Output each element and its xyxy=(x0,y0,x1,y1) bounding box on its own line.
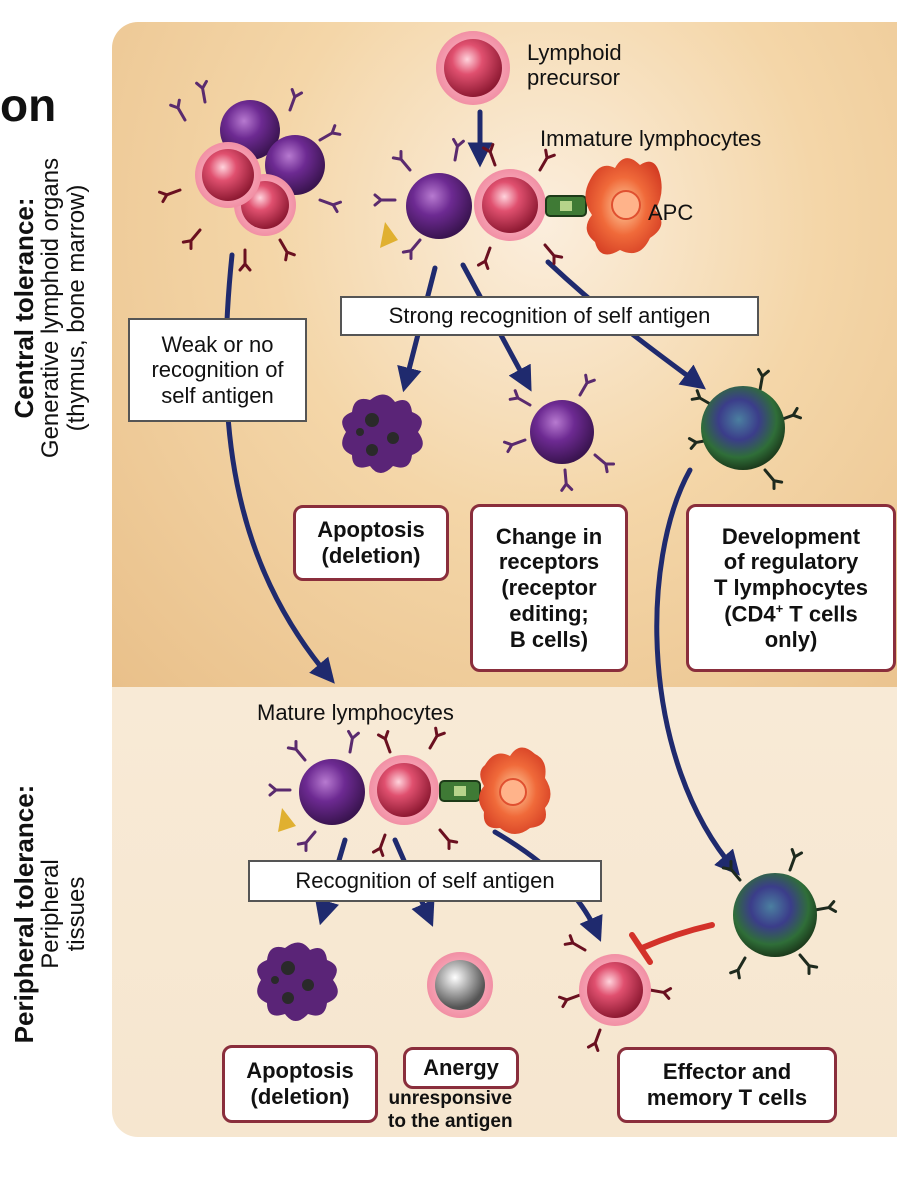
page-title-fragment: on xyxy=(0,79,57,131)
regulatory-cd4-plus: + xyxy=(775,600,784,616)
weak-line1: Weak or no xyxy=(161,332,274,358)
peripheral-apoptosis-line1: Apoptosis xyxy=(246,1058,354,1084)
lymphoid-precursor-line1: Lymphoid xyxy=(527,40,622,65)
central-apoptotic-cell xyxy=(342,394,423,473)
anergy-note-line2: to the antigen xyxy=(388,1110,513,1132)
strong-recognition-box: Strong recognition of self antigen xyxy=(340,296,759,336)
central-apoptosis-line1: Apoptosis xyxy=(317,517,425,543)
regulatory-line2: of regulatory xyxy=(723,549,859,575)
regulatory-t-cell xyxy=(687,367,803,491)
lymphoid-precursor-label: Lymphoid precursor xyxy=(527,40,622,91)
mature-lymphocytes xyxy=(268,726,481,858)
regulatory-line1: Development xyxy=(721,523,861,549)
immature-lymphocytes xyxy=(373,137,587,271)
anergic-cell xyxy=(427,952,493,1018)
regulatory-line4: (CD4+ T cells xyxy=(724,601,858,627)
peripheral-apoptosis-line2: (deletion) xyxy=(250,1084,350,1109)
weak-line2: recognition of xyxy=(151,357,284,383)
weak-recognition-cell-cluster xyxy=(157,79,343,272)
central-apoptosis-line2: (deletion) xyxy=(321,543,421,568)
apc-cell xyxy=(585,158,662,255)
weak-line3: self antigen xyxy=(161,382,274,408)
recognition-box: Recognition of self antigen xyxy=(248,860,602,902)
effector-line1: Effector and xyxy=(662,1059,792,1085)
effector-t-cell xyxy=(557,934,673,1053)
receptor-line1: Change in xyxy=(495,523,603,549)
anergy-note-line1: unresponsive xyxy=(388,1088,513,1109)
weak-recognition-box: Weak or no recognition of self antigen xyxy=(128,318,307,422)
anergy-box: Anergy xyxy=(403,1047,519,1089)
inhibition-arrow xyxy=(629,922,715,965)
receptor-editing-box: Change in receptors (receptor editing; B… xyxy=(470,504,628,672)
peripheral-apoptosis-box: Apoptosis (deletion) xyxy=(222,1045,378,1123)
receptor-line4: editing; xyxy=(509,600,589,626)
regulatory-cd4: (CD4 xyxy=(724,601,776,627)
lymphoid-precursor-line2: precursor xyxy=(527,65,620,91)
mature-lymphocytes-label: Mature lymphocytes xyxy=(257,700,454,725)
regulatory-t-cell-peripheral xyxy=(721,847,838,980)
peripheral-apoptotic-cell xyxy=(257,942,338,1021)
lymphoid-precursor-cell xyxy=(436,31,510,105)
central-apoptosis-box: Apoptosis (deletion) xyxy=(293,505,449,581)
regulatory-development-box: Development of regulatory T lymphocytes … xyxy=(686,504,896,672)
apc-label: APC xyxy=(648,200,694,225)
receptor-editing-cell xyxy=(502,373,616,492)
effector-memory-box: Effector and memory T cells xyxy=(617,1047,837,1123)
regulatory-t-cells: T cells xyxy=(783,601,858,627)
apc-cell-peripheral xyxy=(479,747,551,834)
receptor-line5: B cells) xyxy=(509,626,589,652)
effector-line2: memory T cells xyxy=(646,1085,808,1110)
receptor-line2: receptors xyxy=(498,549,600,575)
receptor-line3: (receptor xyxy=(501,575,597,601)
anergy-note: unresponsive to the antigen xyxy=(388,1088,513,1134)
regulatory-line5: only) xyxy=(764,626,818,652)
regulatory-line3: T lymphocytes xyxy=(713,574,869,600)
immature-lymphocytes-label: Immature lymphocytes xyxy=(540,126,762,151)
